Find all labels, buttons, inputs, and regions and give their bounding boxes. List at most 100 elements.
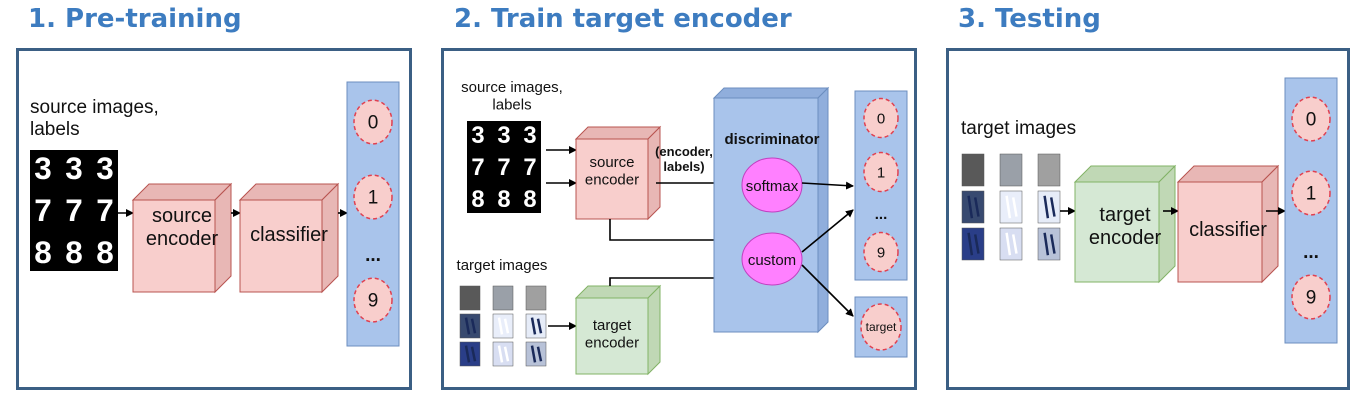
p2-source-encoder-box-front: [575, 138, 649, 220]
p2-output-0-label: 0: [877, 110, 885, 127]
p3-svhn-grid-thumb: [961, 190, 985, 224]
p2-svhn-grid-thumb-stroke: [530, 345, 543, 363]
p2-custom-label: custom: [748, 252, 796, 269]
p1-mnist-grid-digit: 8: [34, 235, 51, 270]
p3-svhn-grid-thumb: [999, 227, 1023, 261]
p3-classifier-box-top: [1176, 165, 1280, 183]
p2-svhn-grid-thumb: [492, 341, 514, 367]
p2-mnist-grid-digit: 8: [471, 186, 484, 213]
p2-svhn-grid-thumb: [525, 285, 547, 311]
p2-discriminator-box-top: [712, 87, 830, 99]
p3-target-encoder-box-front: [1074, 181, 1160, 283]
p3-output-1: [1291, 170, 1331, 216]
p1-mnist-grid-digit: 3: [34, 151, 51, 186]
p2-target-encoder-box: [574, 284, 662, 376]
p2-svhn-grid-thumb: [459, 285, 481, 311]
p1-mnist-grid: [30, 150, 118, 271]
p2-svhn-grid-thumb-stroke: [464, 345, 477, 363]
p3-target-encoder-box: [1073, 164, 1177, 284]
panel-train-target-encoder: [441, 48, 917, 390]
p3-classifier-box: [1176, 164, 1280, 284]
p3-svhn-grid-thumb-stroke: [1043, 232, 1056, 256]
p1-output-9: [353, 277, 393, 323]
p1-classifier-label: classifier: [250, 224, 328, 246]
p2-mnist-grid-digit: 7: [471, 154, 484, 181]
p2-arrow-target-encoder-custom: [609, 274, 743, 286]
p3-svhn-grid-thumb-stroke: [967, 232, 980, 256]
p1-output-ellipsis: ...: [365, 245, 381, 266]
p2-svhn-grid-thumb: [525, 313, 547, 339]
p2-mnist-grid-digit: 7: [497, 154, 510, 181]
p2-svhn-grid-thumb: [525, 341, 547, 367]
p2-output-1: [863, 151, 899, 193]
p1-output-1: [353, 174, 393, 220]
p3-target-encoder-box-side: [1158, 164, 1176, 284]
p2-output-9: [863, 231, 899, 273]
p1-source-encoder-box-front: [132, 199, 216, 293]
p2-custom-node: [741, 232, 803, 286]
p1-mnist-grid-digit: 3: [65, 151, 82, 186]
p1-output-9-label: 9: [368, 291, 379, 312]
p1-classifier-box-front: [239, 199, 323, 293]
p3-svhn-grid-thumb-stroke: [1005, 232, 1018, 256]
p3-output-9-label: 9: [1306, 288, 1317, 309]
p2-svhn-grid-thumb-stroke: [464, 317, 477, 335]
p3-svhn-grid-thumb: [1037, 153, 1061, 187]
p3-svhn-grid-thumb: [961, 153, 985, 187]
p3-output-ellipsis: ...: [1303, 242, 1319, 263]
p3-svhn-grid-thumb: [999, 190, 1023, 224]
p3-svhn-grid-thumb: [999, 153, 1023, 187]
p2-mnist-grid: [467, 121, 541, 213]
p1-mnist-grid-digit: 3: [96, 151, 113, 186]
p2-svhn-grid-thumb: [492, 313, 514, 339]
p2-target-encoder-box-top: [574, 285, 662, 299]
p2-arrow-custom-target: [801, 264, 854, 317]
p2-target-encoder-box-side: [647, 284, 661, 376]
p1-mnist-grid-digit: 7: [96, 193, 113, 228]
p1-mnist-grid-digit: 8: [65, 235, 82, 270]
p1-mnist-grid-digit: 7: [34, 193, 51, 228]
p3-svhn-grid-thumb-stroke: [1043, 195, 1056, 219]
p2-discriminator-label: discriminator: [724, 131, 819, 148]
p1-classifier-box: [238, 182, 340, 294]
p2-target-images-label: target images: [457, 257, 548, 274]
p2-svhn-grid-thumb-stroke: [497, 317, 510, 335]
p3-svhn-grid-thumb: [1037, 227, 1061, 261]
p3-svhn-grid-thumb-stroke: [1005, 195, 1018, 219]
p2-encoder-labels-annotation: (encoder,labels): [655, 144, 713, 174]
p2-output-ellipsis: ...: [875, 206, 888, 223]
p3-output-0: [1291, 96, 1331, 142]
p3-svhn-grid-thumb: [961, 227, 985, 261]
p2-mnist-grid-digit: 8: [523, 186, 536, 213]
p2-svhn-grid-thumb: [459, 341, 481, 367]
p3-classifier-box-front: [1177, 181, 1263, 283]
p2-mnist-grid-digit: 3: [523, 122, 536, 149]
p2-discriminator-box-front: [713, 97, 819, 333]
p3-classifier-label: classifier: [1189, 219, 1267, 241]
panel-3-title: 3. Testing: [958, 4, 1101, 34]
p2-source-encoder-box: [574, 125, 662, 221]
p2-mnist-grid-digit: 8: [497, 186, 510, 213]
p2-target-encoder-box-front: [575, 297, 649, 375]
p1-mnist-grid-digit: 8: [96, 235, 113, 270]
p2-svhn-grid-thumb: [492, 285, 514, 311]
p2-softmax-label: softmax: [746, 178, 799, 195]
p2-mnist-grid-digit: 3: [471, 122, 484, 149]
p3-svhn-grid-thumb: [1037, 190, 1061, 224]
p2-softmax-node: [741, 157, 803, 213]
p2-output-target-label: target: [866, 320, 897, 334]
p2-output-1-label: 1: [877, 164, 885, 181]
panel-2-title: 2. Train target encoder: [454, 4, 792, 34]
p2-arrow-encoder-custom: [609, 219, 743, 244]
p2-source-encoder-box-top: [574, 126, 662, 140]
p2-arrow-custom-output: [801, 209, 854, 253]
p3-output-0-label: 0: [1306, 110, 1317, 131]
p2-discriminator-box-side: [817, 86, 829, 334]
p1-classifier-box-top: [238, 183, 340, 201]
p2-output-0: [863, 97, 899, 139]
p2-mnist-grid-digit: 3: [497, 122, 510, 149]
p2-source-encoder-box-side: [647, 125, 661, 221]
